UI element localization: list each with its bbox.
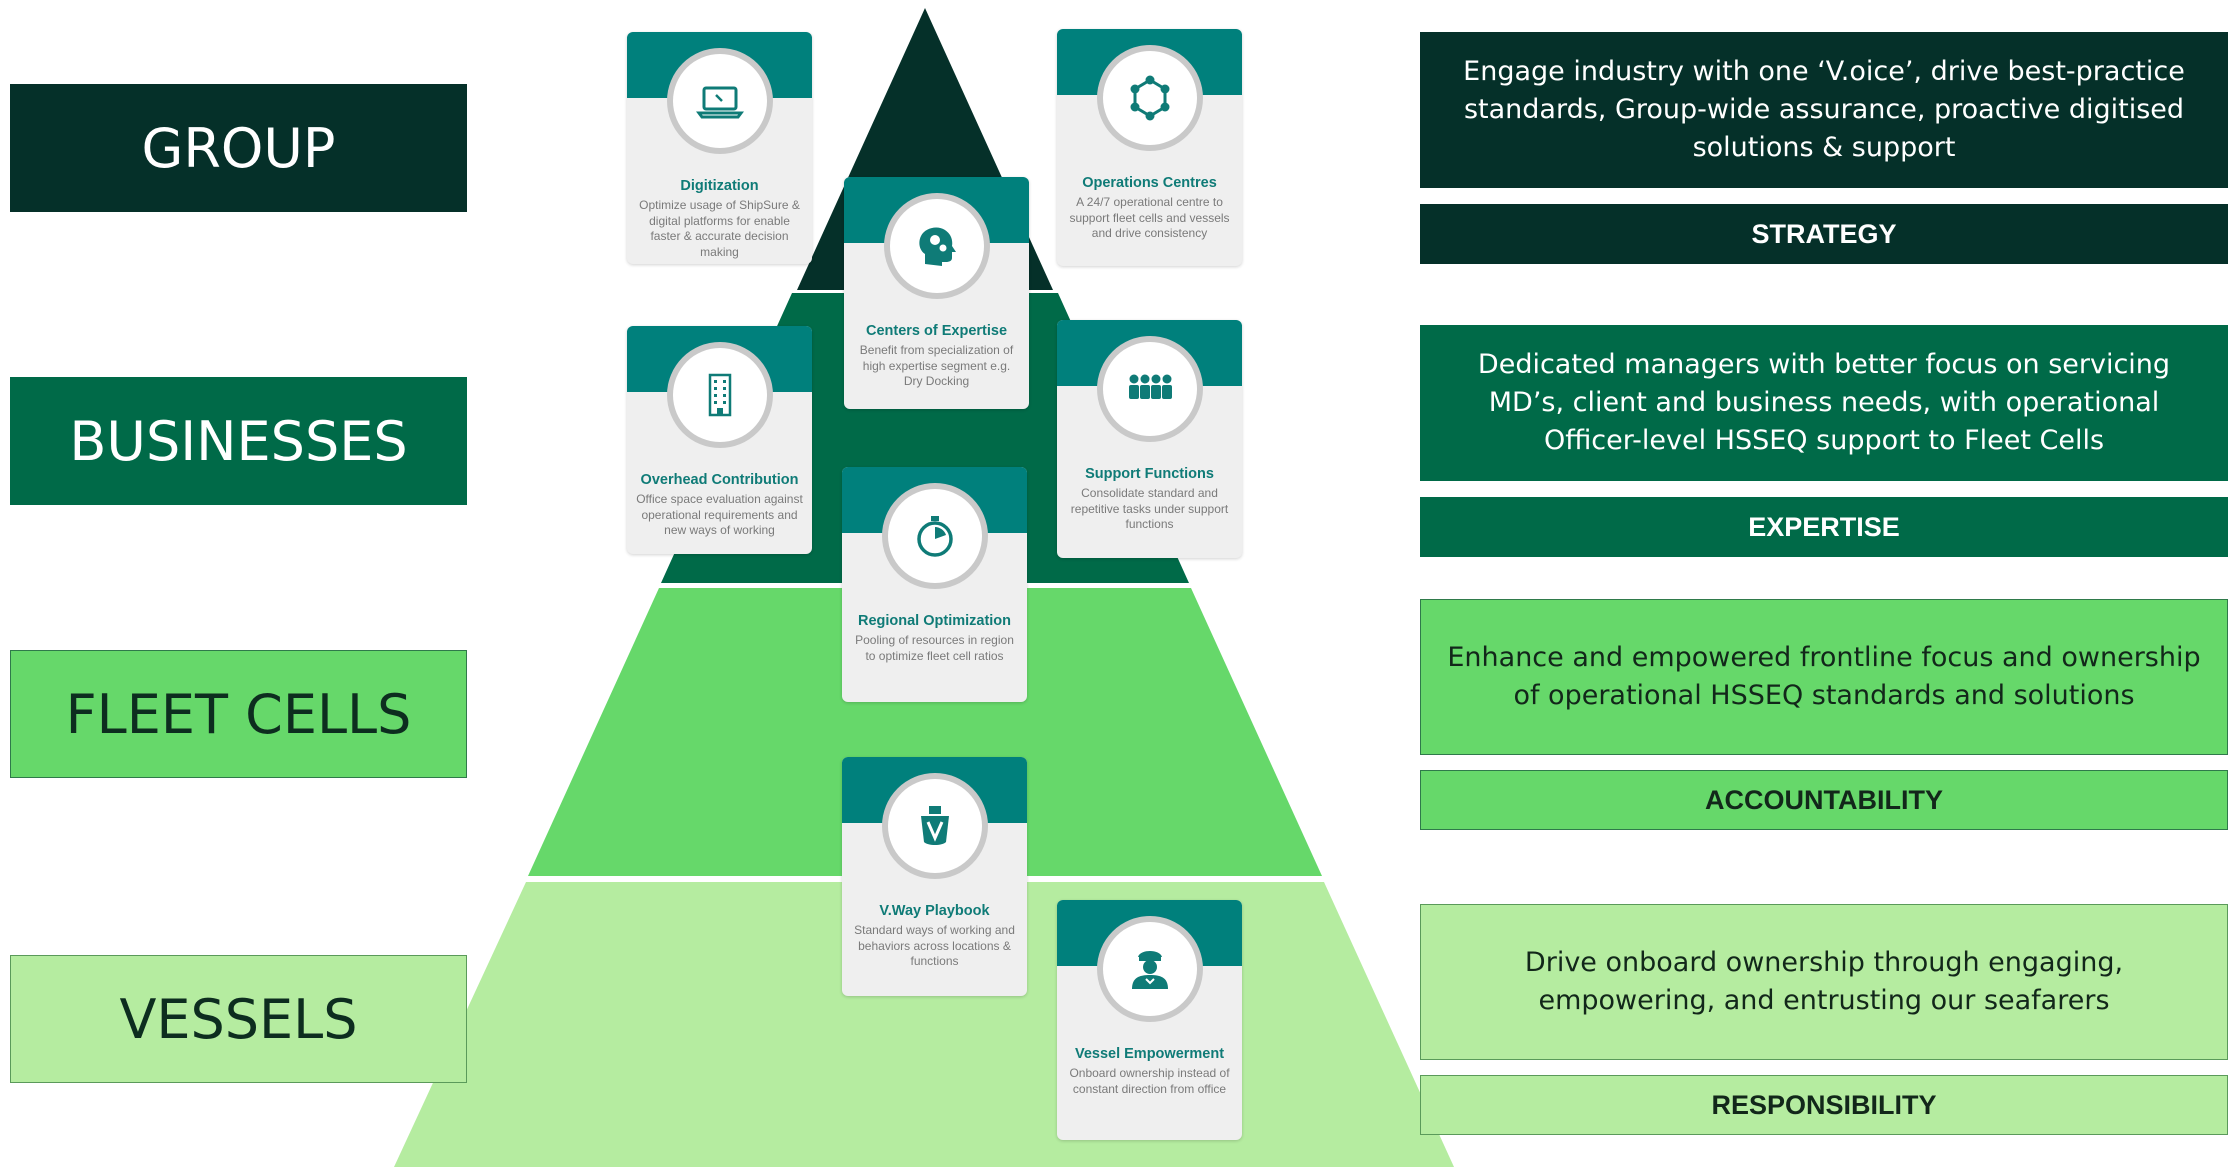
network-icon [1102,51,1197,145]
card-overhead-contribution: Overhead Contribution Office space evalu… [627,326,812,554]
description-businesses: Dedicated managers with better focus on … [1420,325,2228,481]
head-gears-icon [889,199,984,293]
card-description: Standard ways of working and behaviors a… [854,923,1015,968]
card-description: A 24/7 operational centre to support fle… [1069,195,1230,240]
card-description: Benefit from specialization of high expe… [859,343,1014,388]
card-title: Vessel Empowerment [1074,1046,1225,1062]
keyword-strategy-label: STRATEGY [1751,218,1897,249]
description-fleet-cells-text: Enhance and empowered frontline focus an… [1447,642,2201,711]
level-group-label: GROUP [141,116,336,180]
level-vessels-label: VESSELS [119,987,358,1051]
keyword-responsibility: RESPONSIBILITY [1420,1075,2228,1135]
card-centers-of-expertise: Centers of Expertise Benefit from specia… [844,177,1029,409]
description-vessels: Drive onboard ownership through engaging… [1420,904,2228,1060]
keyword-accountability: ACCOUNTABILITY [1420,770,2228,830]
card-title: Operations Centres [1082,175,1217,191]
level-fleet-cells: FLEET CELLS [10,650,467,778]
level-businesses-label: BUSINESSES [69,409,408,473]
building-icon [672,348,767,442]
card-title: Regional Optimization [857,613,1012,629]
card-vessel-empowerment: Vessel Empowerment Onboard ownership ins… [1057,900,1242,1140]
card-title: Support Functions [1085,466,1214,482]
keyword-expertise-label: EXPERTISE [1748,511,1900,542]
card-v-way-playbook: V.Way Playbook Standard ways of working … [842,757,1027,996]
description-group: Engage industry with one ‘V.oice’, drive… [1420,32,2228,188]
card-description: Office space evaluation against operatio… [636,492,803,537]
card-description: Pooling of resources in region to optimi… [855,633,1014,663]
card-regional-optimization: Regional Optimization Pooling of resourc… [842,467,1027,702]
level-group: GROUP [10,84,467,212]
card-operations-centres: Operations Centres A 24/7 operational ce… [1057,29,1242,266]
card-title: Centers of Expertise [865,323,1008,339]
card-description: Onboard ownership instead of constant di… [1069,1066,1230,1096]
description-group-text: Engage industry with one ‘V.oice’, drive… [1463,56,2185,163]
level-businesses: BUSINESSES [10,377,467,505]
captain-icon [1102,922,1197,1016]
card-description: Consolidate standard and repetitive task… [1070,486,1229,531]
keyword-strategy: STRATEGY [1420,204,2228,264]
description-vessels-text: Drive onboard ownership through engaging… [1524,947,2124,1016]
laptop-icon [672,54,767,148]
keyword-accountability-label: ACCOUNTABILITY [1705,784,1943,815]
card-title: Digitization [680,178,759,194]
description-fleet-cells: Enhance and empowered frontline focus an… [1420,599,2228,755]
card-description: Optimize usage of ShipSure & digital pla… [639,198,800,259]
pyramid-tier-fleet-cells [528,588,1322,876]
card-support-functions: Support Functions Consolidate standard a… [1057,320,1242,558]
card-title: Overhead Contribution [640,472,799,488]
card-digitization: Digitization Optimize usage of ShipSure … [627,32,812,264]
level-vessels: VESSELS [10,955,467,1083]
card-title: V.Way Playbook [879,903,990,919]
ship-icon [887,779,982,873]
description-businesses-text: Dedicated managers with better focus on … [1477,349,2171,456]
keyword-expertise: EXPERTISE [1420,497,2228,557]
stopwatch-icon [887,489,982,583]
team-icon [1102,342,1197,436]
keyword-responsibility-label: RESPONSIBILITY [1711,1089,1937,1120]
level-fleet-cells-label: FLEET CELLS [65,682,412,746]
